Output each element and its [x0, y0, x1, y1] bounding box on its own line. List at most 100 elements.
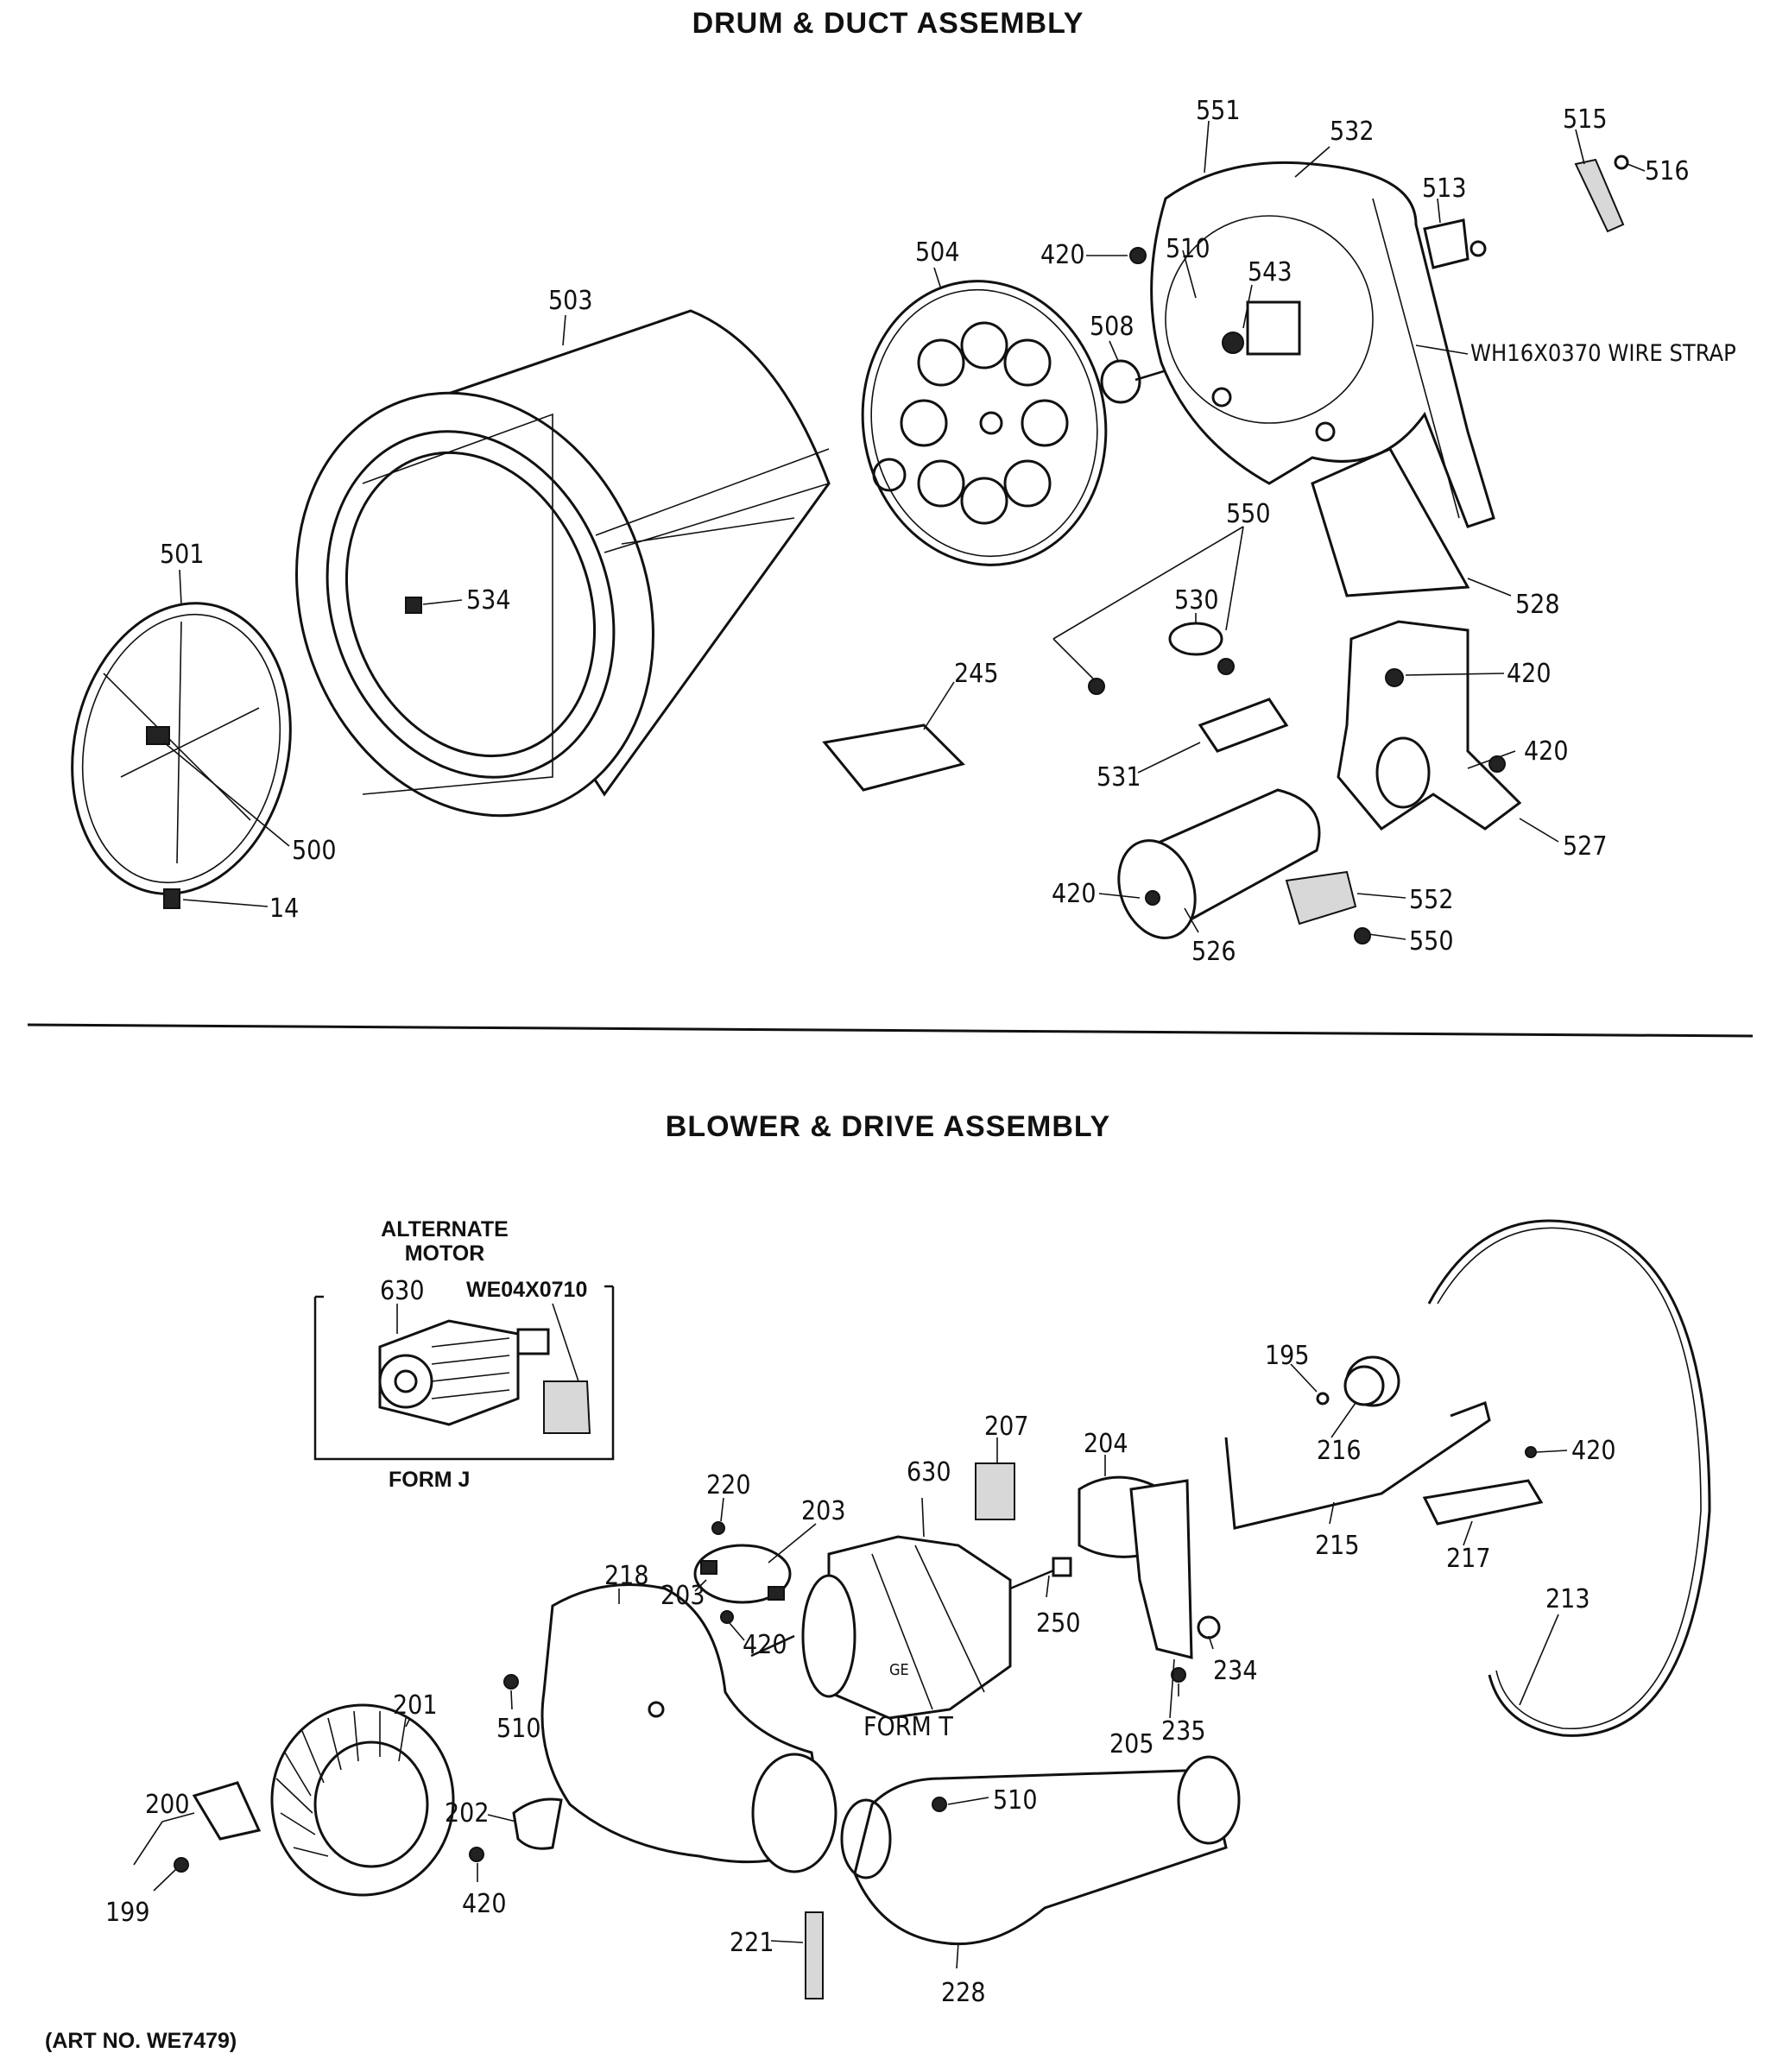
screw-199: [174, 1857, 189, 1873]
label-14: 14: [269, 894, 299, 924]
drum-duct-assembly-title: DRUM & DUCT ASSEMBLY: [692, 7, 1084, 40]
label-531: 531: [1097, 762, 1141, 793]
thermal-cutoff: [1168, 622, 1289, 753]
heater-capacitor: [1117, 788, 1321, 939]
label-202: 202: [445, 1798, 490, 1829]
label-204: 204: [1084, 1429, 1128, 1459]
screw-420-idler: [1525, 1446, 1537, 1458]
label-513: 513: [1422, 174, 1467, 204]
part-202: [512, 1797, 563, 1850]
label-213: 213: [1545, 1584, 1590, 1614]
label-420-capacitor: 420: [1052, 879, 1097, 909]
label-221: 221: [730, 1928, 774, 1958]
label-550-bottom: 550: [1409, 926, 1454, 957]
terminal-block: [1285, 870, 1357, 925]
screw-420-bracket: [1488, 755, 1506, 773]
label-203-upper: 203: [801, 1496, 846, 1526]
label-203-lower: 203: [660, 1581, 705, 1611]
blower-drive-assembly-title: BLOWER & DRIVE ASSEMBLY: [665, 1110, 1111, 1143]
label-420-top: 420: [1040, 240, 1085, 270]
label-201: 201: [393, 1690, 438, 1721]
label-510-top: 510: [1166, 234, 1210, 264]
label-510-duct: 510: [993, 1785, 1038, 1816]
art-number: (ART NO. WE7479): [45, 2029, 237, 2053]
alternate-motor-box: [313, 1285, 615, 1461]
label-235: 235: [1161, 1716, 1206, 1747]
fuse-part: [1574, 155, 1629, 233]
label-420-lower-right: 420: [1524, 736, 1569, 767]
screw-420-clamp: [720, 1610, 734, 1624]
label-200: 200: [145, 1790, 190, 1820]
label-508: 508: [1090, 312, 1134, 342]
label-420-idler: 420: [1571, 1436, 1616, 1466]
label-217: 217: [1446, 1544, 1491, 1574]
label-we04x0710: WE04X0710: [466, 1278, 587, 1302]
door-seal-ring: [71, 602, 292, 895]
label-500: 500: [292, 836, 337, 866]
label-552: 552: [1409, 885, 1454, 915]
screw-235: [1171, 1667, 1186, 1683]
label-510-blower: 510: [496, 1714, 541, 1744]
drum: [295, 309, 831, 818]
label-220: 220: [706, 1470, 751, 1500]
label-630-alternate: 630: [380, 1276, 425, 1306]
heater-bracket: [1337, 620, 1522, 831]
label-551: 551: [1196, 96, 1241, 126]
screw-420-blower: [469, 1847, 484, 1862]
duct-seal: [805, 1911, 824, 1999]
idler-bracket: [1422, 1479, 1544, 1526]
label-515: 515: [1563, 104, 1608, 135]
drum-rear-panel: [861, 280, 1108, 566]
leader-lines-drum: [163, 120, 1646, 940]
label-250: 250: [1036, 1608, 1081, 1639]
motor-mount-bracket: [1078, 1475, 1193, 1659]
label-503: 503: [548, 286, 593, 316]
exhaust-duct: [840, 1755, 1241, 1946]
label-550-top: 550: [1226, 499, 1271, 529]
leader-lines-blower: [133, 1363, 1568, 1969]
label-530: 530: [1174, 585, 1219, 616]
label-630: 630: [907, 1457, 951, 1488]
label-wire-strap: WH16X0370 WIRE STRAP: [1470, 340, 1736, 367]
label-501: 501: [160, 540, 205, 570]
label-516: 516: [1645, 156, 1690, 186]
label-534: 534: [466, 585, 511, 616]
idler-arm: [1224, 1401, 1491, 1530]
label-234: 234: [1213, 1656, 1258, 1686]
part-195: [1316, 1392, 1330, 1406]
label-527: 527: [1563, 831, 1608, 862]
label-420-blower: 420: [462, 1889, 507, 1919]
centrifugal-switch: [975, 1462, 1015, 1520]
screw-550-a: [1088, 678, 1105, 695]
label-504: 504: [915, 237, 960, 268]
label-205: 205: [1109, 1729, 1154, 1759]
screw-420-housing: [1086, 247, 1147, 264]
form-t-label: FORM T: [863, 1712, 953, 1742]
blower-housing: [540, 1583, 837, 1873]
svg-text:GE: GE: [889, 1661, 909, 1679]
rear-duct-housing: [1150, 161, 1495, 597]
baffle-plate: [822, 723, 965, 792]
label-526: 526: [1191, 937, 1236, 967]
label-420-right: 420: [1507, 659, 1552, 689]
label-216: 216: [1317, 1436, 1362, 1466]
label-207: 207: [984, 1412, 1029, 1442]
idler-pulley: [1343, 1355, 1400, 1407]
alternate-motor-heading-2: MOTOR: [405, 1241, 485, 1266]
blower-bracket: [192, 1781, 262, 1841]
blower-wheel: [270, 1703, 455, 1897]
label-420-clamp: 420: [743, 1630, 787, 1660]
label-528: 528: [1515, 590, 1560, 620]
label-543: 543: [1248, 257, 1292, 287]
label-215: 215: [1315, 1531, 1360, 1561]
label-195: 195: [1265, 1341, 1310, 1371]
clip-part: [163, 888, 180, 909]
screw-510-blower: [503, 1674, 519, 1690]
label-228: 228: [941, 1978, 986, 2008]
screw-220: [711, 1521, 725, 1535]
screw-510-duct: [932, 1797, 947, 1812]
form-j-label: FORM J: [389, 1468, 470, 1492]
screw-550-c: [1354, 927, 1371, 944]
